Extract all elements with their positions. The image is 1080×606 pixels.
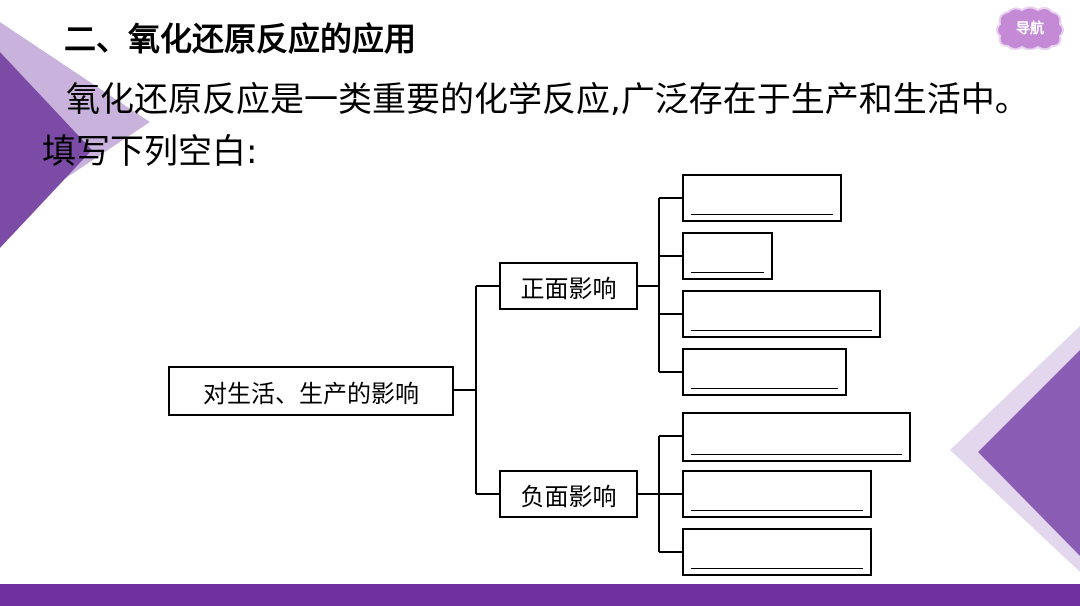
negative-answer-blank-1[interactable]	[682, 412, 911, 462]
positive-impact-node: 正面影响	[499, 262, 638, 310]
answer-underline	[691, 568, 863, 569]
nav-button-label: 导航	[1016, 21, 1044, 37]
answer-underline	[691, 272, 764, 273]
instruction-paragraph: 氧化还原反应是一类重要的化学反应,广泛存在于生产和生活中。填写下列空白:	[42, 80, 1029, 172]
negative-impact-node: 负面影响	[499, 470, 638, 518]
nav-badge-shape	[996, 6, 1064, 51]
root-node: 对生活、生产的影响	[168, 366, 454, 416]
answer-underline	[691, 330, 872, 331]
positive-answer-blank-3[interactable]	[682, 290, 881, 338]
section-heading: 二、氧化还原反应的应用	[64, 20, 417, 58]
positive-answer-blank-2[interactable]	[682, 232, 773, 280]
positive-answer-blank-4[interactable]	[682, 348, 847, 396]
answer-underline	[691, 510, 863, 511]
negative-answer-blank-3[interactable]	[682, 528, 872, 576]
answer-underline	[691, 214, 833, 215]
nav-button[interactable]: 导航	[994, 6, 1066, 51]
answer-underline	[691, 454, 902, 455]
footer-bar	[0, 584, 1080, 606]
negative-answer-blank-2[interactable]	[682, 470, 872, 518]
right-dark-triangle	[978, 350, 1080, 556]
left-dark-triangle	[0, 52, 92, 248]
positive-answer-blank-1[interactable]	[682, 174, 842, 222]
answer-underline	[691, 388, 838, 389]
